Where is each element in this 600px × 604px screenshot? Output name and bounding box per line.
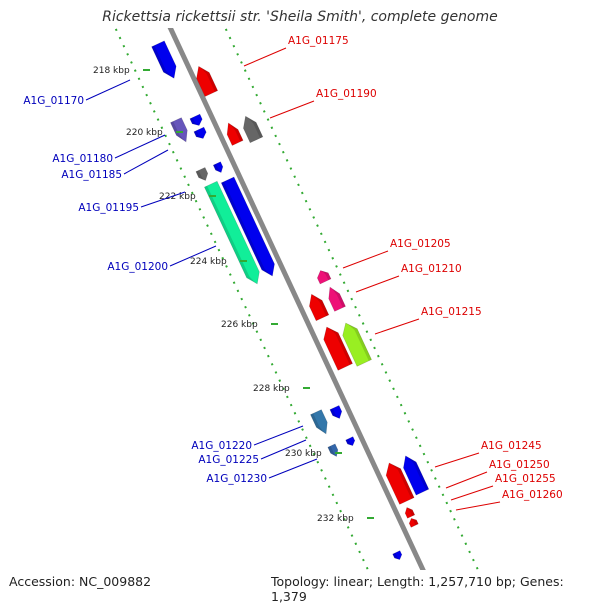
leader-line	[342, 250, 389, 269]
kbp-tick-label: 220 kbp	[126, 128, 163, 138]
leader-line	[269, 100, 315, 119]
gene-arrow	[323, 326, 353, 371]
leader-line	[253, 425, 304, 446]
gene-arrow	[404, 507, 416, 519]
gene-arrow	[342, 322, 372, 367]
gene-arrow	[195, 167, 209, 181]
leader-line	[355, 275, 400, 293]
reverse-gene-label: A1G_01230	[206, 473, 267, 485]
gene-arrow	[151, 40, 177, 79]
gene-features	[151, 40, 430, 560]
forward-gene-label: A1G_01250	[489, 459, 550, 471]
kbp-tick-label: 218 kbp	[93, 66, 130, 76]
gene-arrow	[193, 126, 207, 139]
gene-arrow	[196, 65, 219, 97]
gene-arrow	[327, 443, 339, 457]
leader-line	[243, 47, 287, 67]
reverse-gene-label: A1G_01225	[198, 454, 259, 466]
kbp-tick-label: 226 kbp	[221, 320, 258, 330]
kbp-tick-label: 232 kbp	[317, 514, 354, 524]
gene-arrow	[220, 176, 275, 277]
gene-arrow	[204, 180, 260, 285]
kbp-tick-label: 222 kbp	[159, 192, 196, 202]
gene-arrow	[170, 117, 188, 143]
leader-line	[455, 501, 501, 511]
leader-line	[450, 485, 494, 501]
forward-gene-label: A1G_01190	[316, 88, 377, 100]
reverse-gene-label: A1G_01200	[107, 261, 168, 273]
gene-arrow	[212, 161, 224, 173]
leader-line	[260, 439, 307, 460]
leader-line	[123, 149, 169, 175]
leader-line	[140, 191, 186, 208]
gene-arrow	[345, 436, 356, 446]
gene-arrow	[408, 518, 419, 528]
leader-line	[268, 458, 318, 479]
leader-line	[85, 79, 131, 101]
gene-arrow	[403, 455, 430, 496]
forward-gene-label: A1G_01255	[495, 473, 556, 485]
accession-text: Accession: NC_009882	[9, 574, 152, 589]
reverse-gene-label: A1G_01195	[78, 202, 139, 214]
gene-arrow	[189, 113, 203, 126]
leader-line	[445, 471, 488, 489]
reverse-gene-label: A1G_01170	[23, 95, 84, 107]
gene-arrow	[329, 405, 343, 419]
forward-gene-label: A1G_01260	[502, 489, 563, 501]
genome-backbone	[167, 28, 426, 570]
reverse-gene-label: A1G_01220	[191, 440, 252, 452]
forward-gene-label: A1G_01210	[401, 263, 462, 275]
gene-arrow	[392, 550, 403, 560]
forward-gene-label: A1G_01215	[421, 306, 482, 318]
gene-arrow	[226, 122, 244, 146]
genome-title: Rickettsia rickettsii str. 'Sheila Smith…	[102, 9, 498, 25]
reverse-gene-label: A1G_01185	[61, 169, 122, 181]
kbp-tick-label: 230 kbp	[285, 449, 322, 459]
forward-gene-label: A1G_01205	[390, 238, 451, 250]
leader-line	[169, 245, 217, 267]
forward-gene-label: A1G_01175	[288, 35, 349, 47]
gene-arrow	[243, 115, 264, 144]
gene-arrow	[309, 293, 330, 322]
forward-gene-label: A1G_01245	[481, 440, 542, 452]
leader-line	[434, 452, 480, 468]
leader-line	[374, 318, 420, 335]
leader-line	[114, 134, 166, 159]
gene-arrow	[310, 409, 328, 435]
reverse-gene-label: A1G_01180	[52, 153, 113, 165]
kbp-tick-label: 228 kbp	[253, 384, 290, 394]
gene-arrow	[385, 462, 415, 505]
gene-arrow	[328, 286, 346, 312]
label-leader-lines: A1G_01175A1G_01190A1G_01205A1G_01210A1G_…	[23, 35, 563, 511]
kbp-tick-label: 224 kbp	[190, 257, 227, 267]
gene-arrow	[316, 270, 332, 285]
